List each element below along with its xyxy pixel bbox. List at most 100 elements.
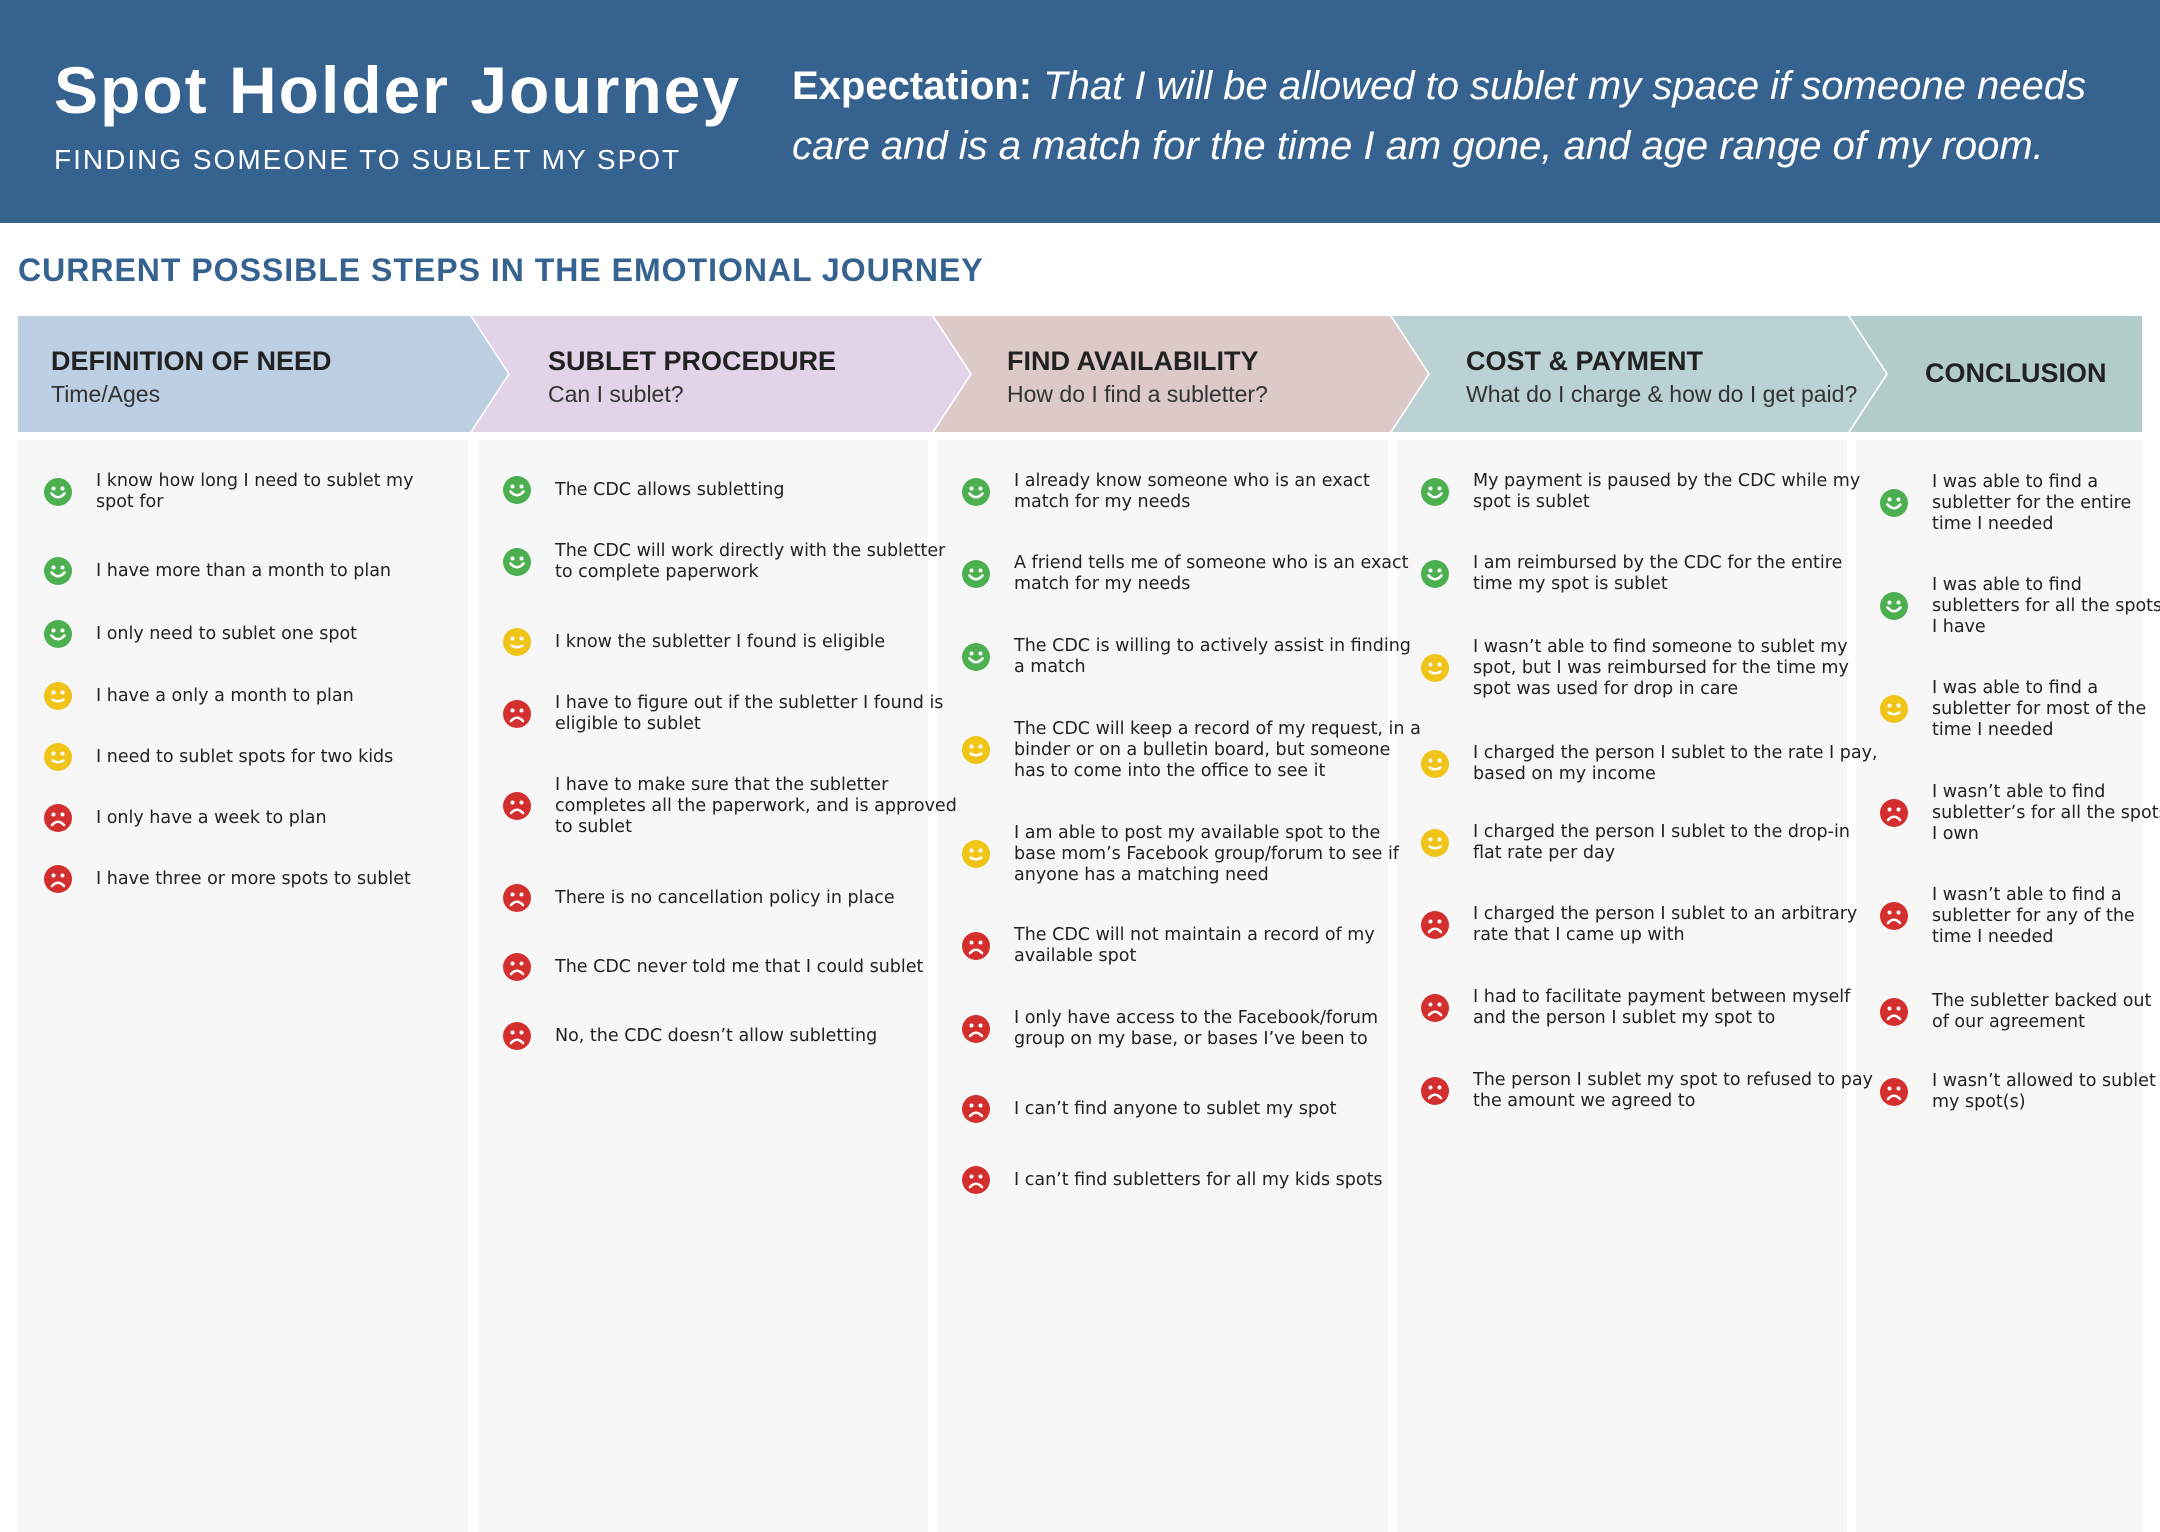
sad-face-icon <box>1421 1077 1449 1105</box>
journey-item-text: The CDC allows subletting <box>555 479 785 500</box>
happy-face-icon <box>1880 592 1908 620</box>
stage-subtitle: Time/Ages <box>51 381 161 407</box>
sad-face-icon <box>44 865 72 893</box>
journey-item: I need to sublet spots for two kids <box>44 743 436 771</box>
stage-title: DEFINITION OF NEED <box>51 346 332 376</box>
journey-item: I have three or more spots to sublet <box>44 865 436 893</box>
journey-item: I know how long I need to sublet my spot… <box>44 471 436 513</box>
neutral-face-icon <box>1421 750 1449 778</box>
journey-item: I wasn’t able to find subletter’s for al… <box>1880 782 2160 845</box>
journey-item-text: I have to figure out if the subletter I … <box>555 693 944 734</box>
journey-item-text: I wasn’t able to find a subletter for an… <box>1932 884 2135 947</box>
journey-item-text: I need to sublet spots for two kids <box>96 746 394 767</box>
journey-item: The CDC never told me that I could suble… <box>503 953 965 981</box>
sad-face-icon <box>44 804 72 832</box>
journey-item-text: The CDC will not maintain a record of my… <box>1014 925 1375 966</box>
stage-header-definition-of-need: DEFINITION OF NEED Time/Ages <box>51 346 332 408</box>
sad-face-icon <box>1880 1078 1908 1106</box>
journey-item: The person I sublet my spot to refused t… <box>1421 1070 1883 1112</box>
journey-item-text: I have a only a month to plan <box>96 685 354 706</box>
journey-item-text: I wasn’t able to find someone to sublet … <box>1473 636 1849 699</box>
neutral-face-icon <box>44 682 72 710</box>
journey-item: I am able to post my available spot to t… <box>962 823 1424 886</box>
expectation-label: Expectation: <box>792 64 1033 108</box>
sad-face-icon <box>503 953 531 981</box>
journey-item-text: I know how long I need to sublet my spot… <box>96 471 414 512</box>
journey-item-text: I wasn’t allowed to sublet my spot(s) <box>1932 1071 2156 1112</box>
journey-item: I wasn’t able to find someone to sublet … <box>1421 637 1883 700</box>
stage-arrow-cost-payment <box>1392 316 1886 432</box>
stage-subtitle: Can I sublet? <box>548 381 684 407</box>
journey-item: No, the CDC doesn’t allow subletting <box>503 1022 965 1050</box>
journey-item-text: I wasn’t able to find subletter’s for al… <box>1932 781 2160 844</box>
stage-arrow-sublet-procedure <box>472 316 970 432</box>
sad-face-icon <box>962 1166 990 1194</box>
journey-item: The CDC will not maintain a record of my… <box>962 925 1424 967</box>
stage-column-bg <box>478 440 928 1532</box>
sad-face-icon <box>1421 911 1449 939</box>
journey-item-text: I was able to find a subletter for most … <box>1932 677 2147 740</box>
stage-subtitle: What do I charge & how do I get paid? <box>1466 381 1858 407</box>
journey-item-text: I can’t find subletters for all my kids … <box>1014 1169 1383 1190</box>
journey-item: I already know someone who is an exact m… <box>962 471 1424 513</box>
expectation-statement: Expectation: That I will be allowed to s… <box>792 56 2122 176</box>
journey-item: I only have access to the Facebook/forum… <box>962 1008 1424 1050</box>
stage-column-bg <box>938 440 1388 1532</box>
journey-item-text: I am reimbursed by the CDC for the entir… <box>1473 553 1843 594</box>
journey-item: I can’t find subletters for all my kids … <box>962 1166 1424 1194</box>
journey-item-text: I was able to find subletters for all th… <box>1932 574 2160 637</box>
journey-item-text: I have more than a month to plan <box>96 560 392 581</box>
journey-item: The subletter backed out of our agreemen… <box>1880 991 2160 1033</box>
journey-item: I charged the person I sublet to an arbi… <box>1421 904 1883 946</box>
journey-item-text: The CDC is willing to actively assist in… <box>1014 636 1411 677</box>
neutral-face-icon <box>962 736 990 764</box>
happy-face-icon <box>503 548 531 576</box>
journey-item-text: I can’t find anyone to sublet my spot <box>1014 1098 1337 1119</box>
neutral-face-icon <box>962 840 990 868</box>
journey-item-text: There is no cancellation policy in place <box>555 887 895 908</box>
journey-item: I have more than a month to plan <box>44 557 436 585</box>
journey-item-text: The CDC will work directly with the subl… <box>555 541 946 582</box>
sad-face-icon <box>1421 994 1449 1022</box>
sad-face-icon <box>503 884 531 912</box>
neutral-face-icon <box>1880 695 1908 723</box>
journey-item: I only have a week to plan <box>44 804 436 832</box>
journey-item-text: My payment is paused by the CDC while my… <box>1473 471 1861 512</box>
journey-item: I have to figure out if the subletter I … <box>503 693 965 735</box>
journey-item: The CDC allows subletting <box>503 476 965 504</box>
page-title: Spot Holder Journey <box>54 53 742 127</box>
sad-face-icon <box>962 1095 990 1123</box>
happy-face-icon <box>1880 489 1908 517</box>
journey-item: I wasn’t allowed to sublet my spot(s) <box>1880 1071 2160 1113</box>
journey-item-text: I only have a week to plan <box>96 807 327 828</box>
journey-item-text: The CDC will keep a record of my request… <box>1014 718 1421 781</box>
journey-item-text: I had to facilitate payment between myse… <box>1473 987 1851 1028</box>
journey-item-text: A friend tells me of someone who is an e… <box>1014 553 1409 594</box>
happy-face-icon <box>44 620 72 648</box>
journey-item-text: I have to make sure that the subletter c… <box>555 774 957 837</box>
neutral-face-icon <box>1421 654 1449 682</box>
journey-item: I am reimbursed by the CDC for the entir… <box>1421 553 1883 595</box>
journey-item-text: I charged the person I sublet to an arbi… <box>1473 904 1858 945</box>
journey-item: I only need to sublet one spot <box>44 620 436 648</box>
journey-item-text: I am able to post my available spot to t… <box>1014 822 1399 885</box>
happy-face-icon <box>962 643 990 671</box>
journey-item: I have to make sure that the subletter c… <box>503 775 965 838</box>
sad-face-icon <box>1880 902 1908 930</box>
stage-arrows <box>18 316 2142 432</box>
sad-face-icon <box>503 792 531 820</box>
sad-face-icon <box>962 932 990 960</box>
journey-item: I had to facilitate payment between myse… <box>1421 987 1883 1029</box>
sad-face-icon <box>962 1015 990 1043</box>
journey-item: I can’t find anyone to sublet my spot <box>962 1095 1424 1123</box>
journey-item: I was able to find subletters for all th… <box>1880 575 2160 638</box>
happy-face-icon <box>44 478 72 506</box>
journey-item: I was able to find a subletter for the e… <box>1880 472 2160 535</box>
journey-item: I have a only a month to plan <box>44 682 436 710</box>
journey-item-text: The subletter backed out of our agreemen… <box>1932 991 2152 1032</box>
stage-title: SUBLET PROCEDURE <box>548 346 837 376</box>
stage-column-bg <box>18 440 468 1532</box>
happy-face-icon <box>503 476 531 504</box>
neutral-face-icon <box>503 628 531 656</box>
journey-item: I know the subletter I found is eligible <box>503 628 965 656</box>
